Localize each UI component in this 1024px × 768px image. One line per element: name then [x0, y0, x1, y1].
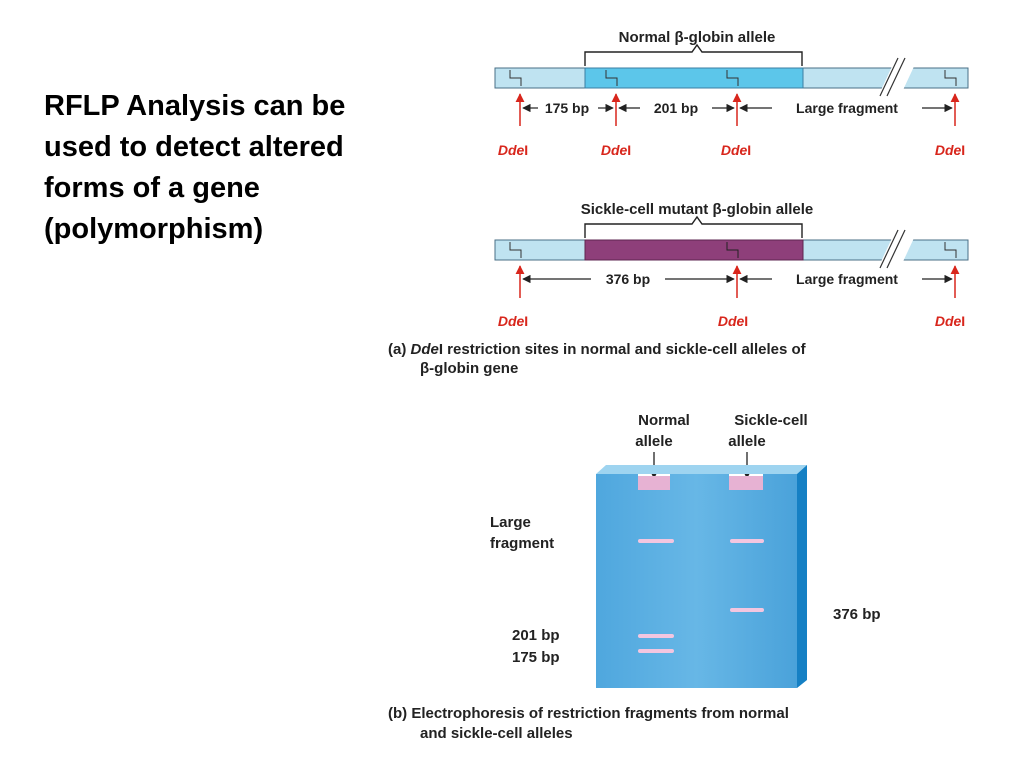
electrophoresis-gel: Normal allele Sickle-cell allele Large f… — [490, 412, 881, 688]
lane-normal-label: Normal — [638, 412, 690, 429]
normal-allele-title: Normal β-globin allele — [619, 29, 776, 46]
cut-site-mark — [726, 70, 739, 86]
cut-site-mark — [944, 70, 957, 86]
fragment-376-label: 376 bp — [606, 271, 650, 287]
large-fragment-label: Large fragment — [796, 100, 898, 116]
break-gap — [878, 232, 917, 268]
cut-site-mark — [605, 70, 618, 86]
band-201-normal — [638, 634, 674, 638]
fragment-175-label: 175 bp — [545, 100, 589, 116]
ddei-label: DdeI — [601, 142, 631, 158]
normal-allele-diagram: Normal β-globin allele 175 bp 201 bp Lar… — [494, 29, 969, 158]
cut-site-mark — [726, 242, 739, 258]
large-fragment-gel-label-2: fragment — [490, 535, 554, 552]
mutant-allele-diagram: Sickle-cell mutant β-globin allele 376 b… — [494, 201, 969, 329]
band-376-sickle — [730, 608, 764, 612]
slide-title: RFLP Analysis can be used to detect alte… — [44, 90, 346, 245]
cut-site-mark — [509, 70, 522, 86]
well-normal — [638, 476, 670, 490]
caption-a-line1: (a) DdeI restriction sites in normal and… — [388, 341, 807, 358]
band-175-label: 175 bp — [512, 649, 560, 666]
cut-site-mark — [944, 242, 957, 258]
band-large-normal — [638, 539, 674, 543]
normal-gene-region — [584, 67, 804, 89]
break-mark — [886, 57, 906, 97]
break-mark — [879, 229, 899, 269]
caption-a-line2: β-globin gene — [420, 360, 518, 377]
mutant-gene-region — [584, 239, 804, 261]
band-201-label: 201 bp — [512, 627, 560, 644]
gel-top-face — [596, 465, 807, 474]
band-175-normal — [638, 649, 674, 653]
ddei-label: DdeI — [721, 142, 751, 158]
band-large-sickle — [730, 539, 764, 543]
ddei-label: DdeI — [935, 313, 965, 329]
break-gap — [878, 60, 918, 96]
lane-normal-label-2: allele — [635, 433, 673, 450]
break-mark — [886, 229, 906, 269]
ddei-label: DdeI — [718, 313, 748, 329]
ddei-label: DdeI — [498, 313, 528, 329]
mutant-allele-title: Sickle-cell mutant β-globin allele — [581, 201, 814, 218]
caption-b-line1: (b) Electrophoresis of restriction fragm… — [388, 705, 789, 722]
lane-sickle-label-2: allele — [728, 433, 766, 450]
fragment-201-label: 201 bp — [654, 100, 698, 116]
gel-side-face — [797, 465, 807, 688]
gel-front-face — [596, 474, 797, 688]
lane-sickle-label: Sickle-cell — [734, 412, 807, 429]
large-fragment-gel-label: Large — [490, 514, 531, 531]
break-mark — [879, 57, 899, 97]
well-sickle — [729, 476, 763, 490]
cut-site-mark — [509, 242, 522, 258]
ddei-label: DdeI — [498, 142, 528, 158]
mutant-gene-brace — [584, 215, 803, 238]
caption-b-line2: and sickle-cell alleles — [420, 725, 573, 742]
normal-gene-brace — [584, 43, 803, 66]
band-376-label: 376 bp — [833, 606, 881, 623]
ddei-label: DdeI — [935, 142, 965, 158]
large-fragment-label: Large fragment — [796, 271, 898, 287]
